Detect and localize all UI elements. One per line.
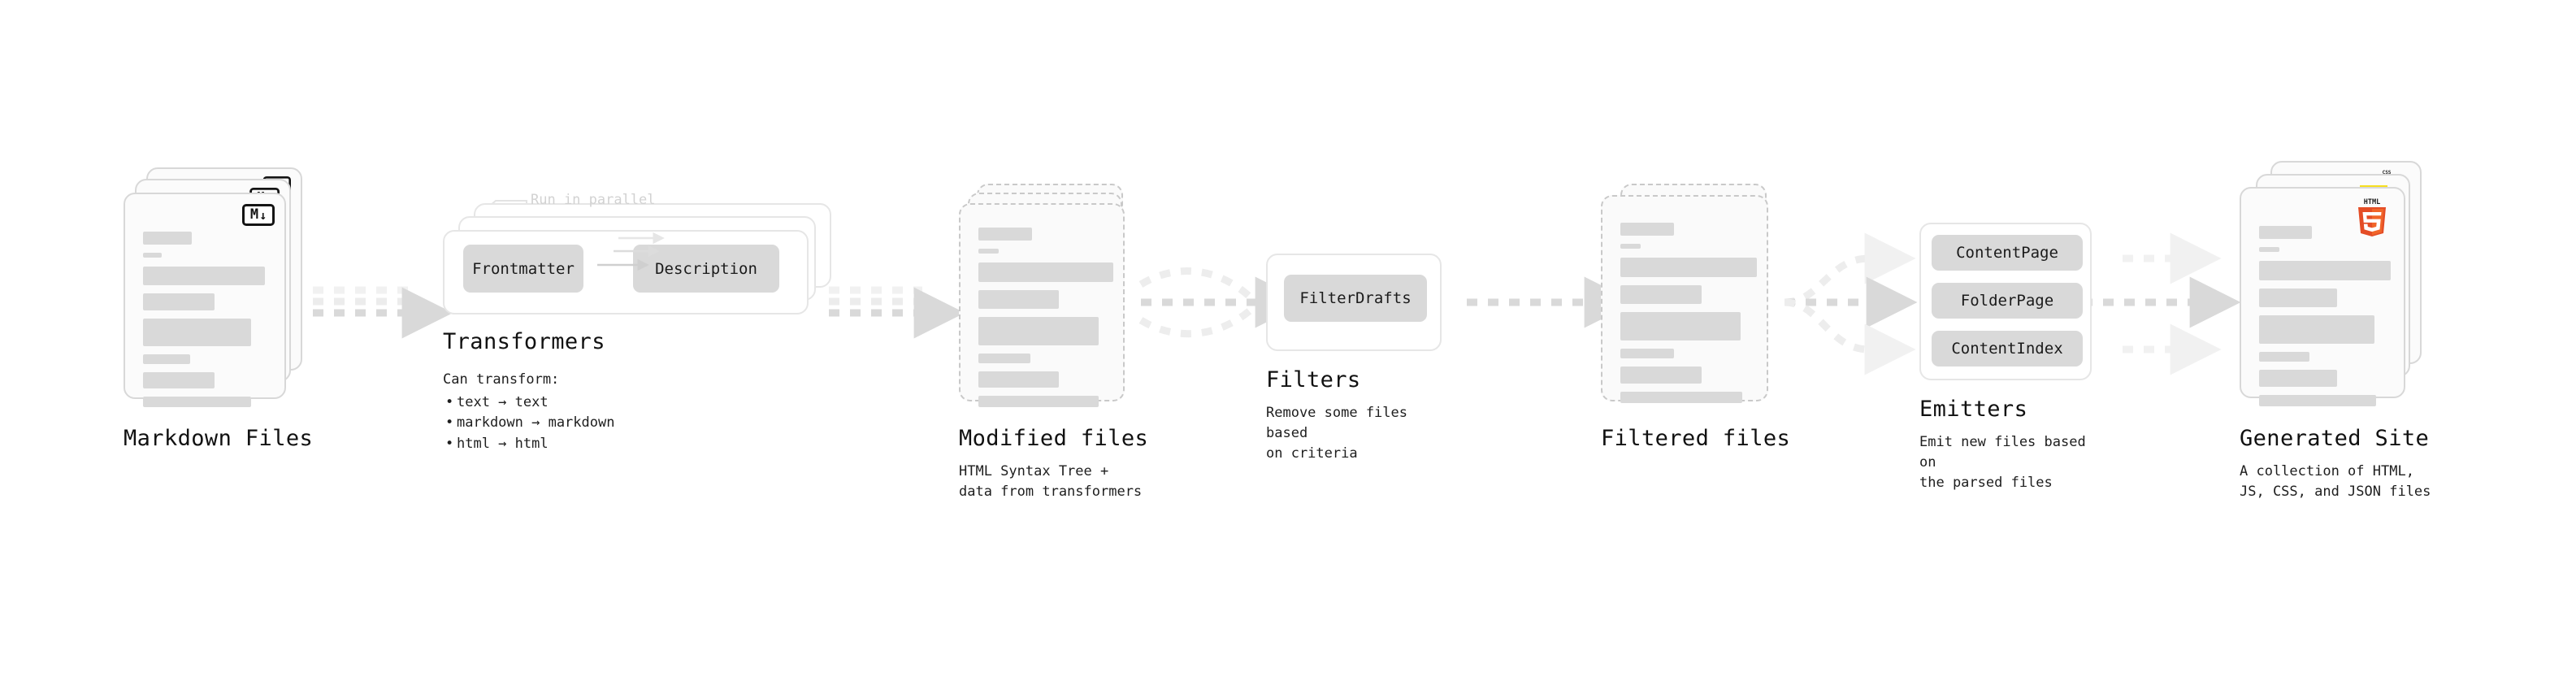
pill-frontmatter[interactable]: Frontmatter xyxy=(463,245,583,293)
arrow-modified-to-filters xyxy=(1138,267,1307,338)
bullets-list: text → text markdown → markdown html → h… xyxy=(443,393,615,455)
stage-modified-files: Modified files HTML Syntax Tree + data f… xyxy=(959,184,1148,500)
label-transformers: Transformers xyxy=(443,329,605,354)
pill-filterdrafts[interactable]: FilterDrafts xyxy=(1284,275,1427,322)
emitters-group: ContentPage FolderPage ContentIndex xyxy=(1919,223,2092,380)
markdown-icon: M↓ xyxy=(242,204,275,226)
arrow-emitters-to-site xyxy=(2082,232,2241,375)
html5-icon: HTML xyxy=(2358,198,2386,236)
filters-group: FilterDrafts xyxy=(1266,254,1442,351)
transformer-inner-arrows xyxy=(597,232,665,271)
card-skeleton xyxy=(2259,226,2391,414)
card-skeleton xyxy=(1620,223,1757,411)
label-filtered-files: Filtered files xyxy=(1601,426,1791,451)
stage-emitters: ContentPage FolderPage ContentIndex Emit… xyxy=(1919,223,2092,491)
pill-contentindex[interactable]: ContentIndex xyxy=(1932,331,2083,367)
card-skeleton xyxy=(143,232,268,415)
card-skeleton xyxy=(978,228,1113,415)
note-run-in-parallel: Run in parallel xyxy=(531,192,656,208)
arrow-transformers-to-modified xyxy=(829,286,965,339)
bullet-item: text → text xyxy=(445,393,614,414)
transformers-group-front: Frontmatter Description xyxy=(443,230,809,314)
stage-generated-site: CSS HTML xyxy=(2240,161,2435,500)
desc-modified-files: HTML Syntax Tree + data from transformer… xyxy=(959,463,1143,501)
arrow-filtered-to-emitters xyxy=(1784,232,1918,375)
pill-contentpage[interactable]: ContentPage xyxy=(1932,235,2083,271)
label-markdown-files: Markdown Files xyxy=(124,426,314,451)
site-card-front: HTML xyxy=(2240,187,2405,406)
bullet-item: html → html xyxy=(445,434,614,455)
label-generated-site: Generated Site xyxy=(2240,426,2430,451)
stage-markdown-files: M↓ M↓ M↓ xyxy=(124,167,313,451)
desc-emitters: Emit new files based on the parsed files xyxy=(1919,434,2086,492)
stage-transformers: Frontmatter Description xyxy=(443,192,841,454)
svg-text:HTML: HTML xyxy=(2364,198,2380,206)
pill-folderpage[interactable]: FolderPage xyxy=(1932,283,2083,319)
desc-generated-site: A collection of HTML, JS, CSS, and JSON … xyxy=(2240,463,2431,501)
arrow-markdown-to-transformers xyxy=(313,286,453,339)
label-modified-files: Modified files xyxy=(959,426,1149,451)
bullet-item: markdown → markdown xyxy=(445,413,615,434)
filtered-card-front xyxy=(1601,195,1768,403)
markdown-card-front: M↓ xyxy=(124,193,286,407)
pill-description[interactable]: Description xyxy=(633,245,779,293)
label-emitters: Emitters xyxy=(1919,397,2028,422)
stage-filtered-files: Filtered files xyxy=(1601,184,1790,451)
label-filters: Filters xyxy=(1266,367,1361,393)
transformers-bullets: Can transform: text → text markdown → ma… xyxy=(443,370,614,454)
stage-filters: FilterDrafts Filters Remove some files b… xyxy=(1266,254,1442,462)
modified-card-front xyxy=(959,203,1125,407)
desc-filters: Remove some files based on criteria xyxy=(1266,405,1407,462)
bullets-heading: Can transform: xyxy=(443,371,560,388)
